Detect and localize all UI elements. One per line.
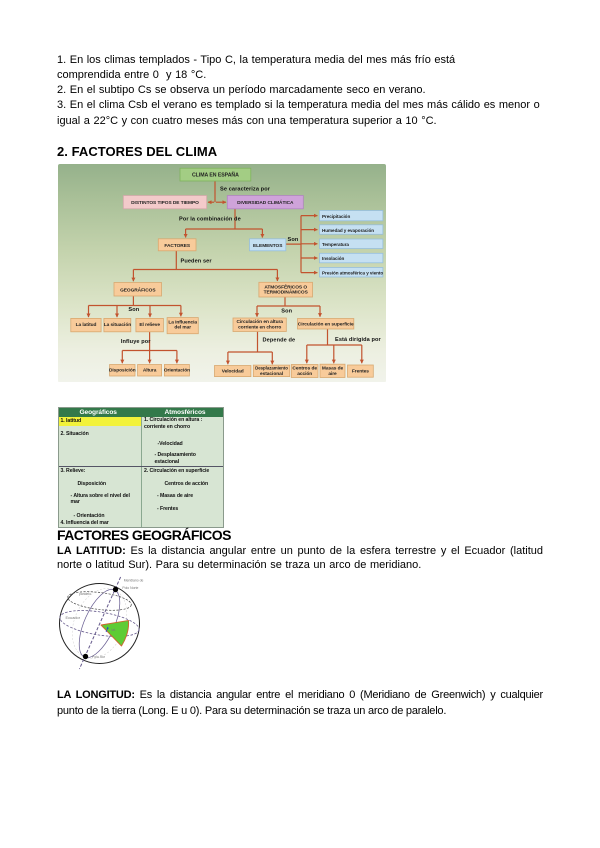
svg-text:Masas de: Masas de — [322, 365, 344, 371]
svg-text:Polo Norte: Polo Norte — [122, 586, 138, 590]
svg-text:Desplazamiento: Desplazamiento — [255, 365, 288, 370]
svg-text:paralelo: paralelo — [79, 592, 91, 596]
svg-text:Está dirigida por: Está dirigida por — [335, 337, 382, 343]
svg-text:Temperatura: Temperatura — [322, 242, 349, 247]
svg-text:Altura: Altura — [143, 367, 157, 373]
svg-text:Influye por: Influye por — [121, 338, 151, 344]
svg-text:La situación: La situación — [104, 322, 132, 328]
svg-text:ATMOSFÉRICOS O: ATMOSFÉRICOS O — [264, 282, 307, 290]
svg-text:La latitud: La latitud — [76, 322, 97, 328]
svg-text:El relieve: El relieve — [139, 322, 160, 328]
svg-text:Ecuador: Ecuador — [66, 615, 81, 620]
svg-text:Precipitación: Precipitación — [322, 214, 350, 219]
svg-text:Insolación: Insolación — [322, 256, 344, 261]
svg-text:La influencia: La influencia — [168, 319, 197, 325]
svg-text:del mar: del mar — [174, 324, 191, 330]
svg-text:Son: Son — [288, 237, 299, 243]
svg-text:estacional: estacional — [260, 371, 283, 377]
svg-text:acción: acción — [297, 370, 312, 376]
svg-text:Por la combinación de: Por la combinación de — [179, 216, 241, 222]
svg-text:TERMODINÁMICOS: TERMODINÁMICOS — [264, 288, 309, 295]
svg-text:lat.: lat. — [112, 628, 117, 632]
svg-text:Pueden ser: Pueden ser — [181, 258, 213, 264]
svg-text:Son: Son — [128, 306, 139, 312]
svg-text:Disposición: Disposición — [109, 367, 136, 373]
svg-text:Polo Sur: Polo Sur — [92, 655, 106, 659]
svg-text:DIVERSIDAD CLIMÁTICA: DIVERSIDAD CLIMÁTICA — [237, 199, 294, 206]
svg-text:aire: aire — [328, 370, 337, 376]
svg-text:DISTINTOS TIPOS DE TIEMPO: DISTINTOS TIPOS DE TIEMPO — [131, 200, 199, 206]
svg-text:Velocidad: Velocidad — [222, 368, 244, 374]
svg-text:Son: Son — [281, 308, 292, 314]
svg-text:Orientación: Orientación — [164, 367, 190, 373]
svg-text:corriente en chorro: corriente en chorro — [238, 324, 281, 330]
svg-text:ELEMENTOS: ELEMENTOS — [253, 242, 283, 248]
svg-text:Se caracteriza por: Se caracteriza por — [220, 186, 271, 192]
svg-text:GEOGRÁFICOS: GEOGRÁFICOS — [120, 286, 156, 293]
svg-text:FACTORES: FACTORES — [164, 242, 190, 248]
svg-text:CLIMA EN ESPAÑA: CLIMA EN ESPAÑA — [192, 171, 239, 178]
svg-text:Presión atmosférica y viento: Presión atmosférica y viento — [322, 270, 383, 275]
svg-text:Circulación en superficie: Circulación en superficie — [298, 321, 354, 327]
svg-text:Meridiano de: Meridiano de — [124, 579, 144, 583]
svg-text:Humedad y evaporación: Humedad y evaporación — [322, 227, 374, 232]
svg-text:Frentes: Frentes — [352, 368, 369, 374]
svg-text:Centros de: Centros de — [292, 365, 317, 371]
svg-text:Depende de: Depende de — [263, 337, 296, 343]
svg-text:Circulación en altura: Circulación en altura — [236, 319, 283, 325]
